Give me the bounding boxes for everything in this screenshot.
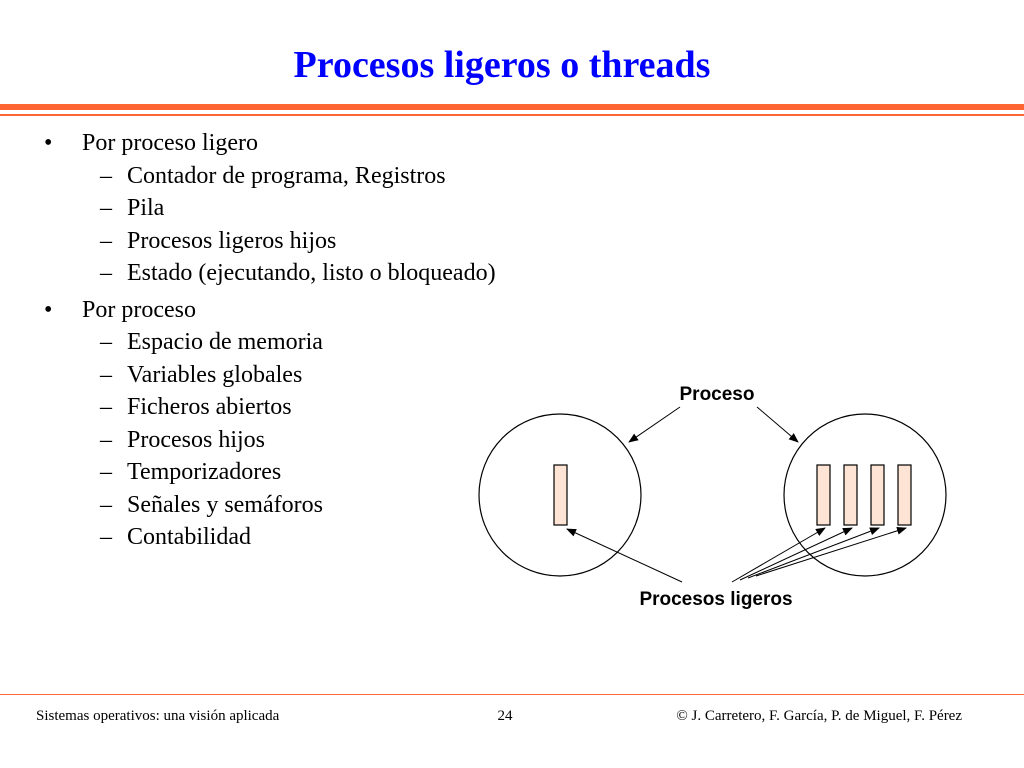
sub-bullet-marker: – <box>100 361 112 388</box>
sub-bullet-marker: – <box>100 162 112 189</box>
thread-arrows <box>566 526 907 583</box>
thread-arrow <box>739 527 853 581</box>
sub-bullet-item: – Variables globales <box>44 359 496 392</box>
footer-copyright: © J. Carretero, F. García, P. de Miguel,… <box>676 708 962 724</box>
process-arrow-left <box>628 406 681 443</box>
sub-bullet-item: – Ficheros abiertos <box>44 391 496 424</box>
sub-bullet-item: – Señales y semáforos <box>44 489 496 522</box>
thread-box <box>897 464 912 526</box>
process-thread-diagram: Proceso Procesos ligeros <box>478 384 947 610</box>
title-rule-thick <box>0 104 1024 110</box>
bullet-group-process: • Por proceso – Espacio de memoria – Var… <box>44 294 496 554</box>
sub-bullet-marker: – <box>100 195 112 221</box>
bullet-text: Por proceso ligero <box>82 130 258 156</box>
bullet-marker: • <box>44 296 53 323</box>
sub-bullet-text: Ficheros abiertos <box>127 394 292 420</box>
sub-bullet-marker: – <box>100 426 112 453</box>
thread-box <box>816 464 831 526</box>
sub-bullet-text: Pila <box>127 195 165 221</box>
sub-bullet-item: – Pila <box>44 192 496 225</box>
multi-thread-process-circle <box>783 413 947 577</box>
footer-page-number: 24 <box>497 708 513 724</box>
thread-arrow <box>747 527 880 579</box>
sub-bullet-item: – Temporizadores <box>44 456 496 489</box>
bullet-list: • Por proceso ligero – Contador de progr… <box>44 127 496 554</box>
sub-bullet-text: Procesos ligeros hijos <box>127 227 337 254</box>
thread-box <box>553 464 568 526</box>
sub-bullet-text: Contador de programa, Registros <box>127 162 446 189</box>
thread-box <box>843 464 858 526</box>
sub-bullet-marker: – <box>100 329 112 355</box>
sub-bullet-item: – Contabilidad <box>44 521 496 554</box>
sub-bullet-marker: – <box>100 491 112 518</box>
sub-bullet-marker: – <box>100 260 112 286</box>
thread-arrow <box>566 528 683 583</box>
bullet-marker: • <box>44 130 53 156</box>
sub-bullet-item: – Espacio de memoria <box>44 326 496 359</box>
thread-boxes <box>553 464 912 526</box>
thread-arrow <box>755 526 907 577</box>
sub-bullet-item: – Procesos hijos <box>44 424 496 457</box>
bullet-text: Por proceso <box>82 296 196 323</box>
sub-bullet-text: Procesos hijos <box>127 426 265 453</box>
title-rule-thin <box>0 114 1024 116</box>
sub-bullet-marker: – <box>100 459 112 485</box>
thread-box <box>870 464 885 526</box>
sub-bullet-text: Estado (ejecutando, listo o bloqueado) <box>127 260 496 286</box>
sub-bullet-text: Señales y semáforos <box>127 491 323 518</box>
footer-book-title: Sistemas operativos: una visión aplicada <box>36 708 280 724</box>
sub-bullet-text: Temporizadores <box>127 459 282 485</box>
bullet-group-thread: • Por proceso ligero – Contador de progr… <box>44 127 496 290</box>
process-label: Proceso <box>680 384 755 405</box>
sub-bullet-text: Espacio de memoria <box>127 329 323 355</box>
sub-bullet-marker: – <box>100 394 112 420</box>
sub-bullet-marker: – <box>100 524 112 550</box>
footer-rule <box>0 694 1024 695</box>
slide-title: Procesos ligeros o threads <box>293 44 711 86</box>
sub-bullet-text: Contabilidad <box>127 524 251 550</box>
sub-bullet-item: – Procesos ligeros hijos <box>44 225 496 258</box>
sub-bullet-item: – Estado (ejecutando, listo o bloqueado) <box>44 257 496 290</box>
bullet-item: • Por proceso ligero <box>44 127 496 160</box>
sub-bullet-marker: – <box>100 227 112 254</box>
bullet-item: • Por proceso <box>44 294 496 327</box>
sub-bullet-text: Variables globales <box>127 361 303 388</box>
process-arrow-right <box>756 406 799 443</box>
sub-bullet-item: – Contador de programa, Registros <box>44 160 496 193</box>
thread-arrow <box>731 527 826 583</box>
threads-label: Procesos ligeros <box>639 589 792 610</box>
